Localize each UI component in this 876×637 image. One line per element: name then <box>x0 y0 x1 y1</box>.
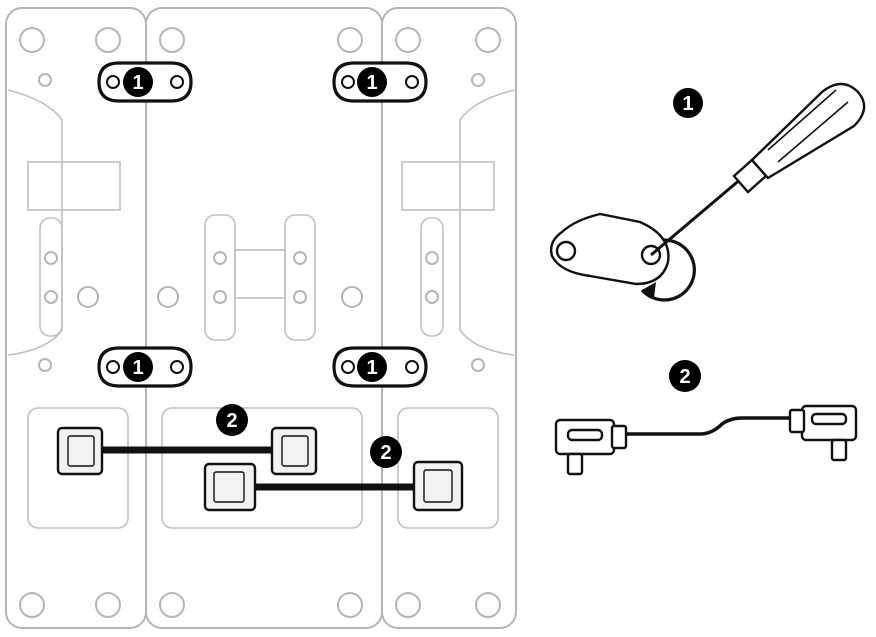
svg-text:1: 1 <box>682 93 693 115</box>
screwdriver-illustration <box>549 82 866 302</box>
step-1-badge: 1 <box>357 67 387 97</box>
svg-text:1: 1 <box>132 72 143 94</box>
step-2-badge: 2 <box>370 436 402 468</box>
connector-right <box>412 460 464 512</box>
cable-icon <box>554 404 858 476</box>
svg-text:2: 2 <box>380 442 391 464</box>
svg-text:1: 1 <box>366 357 377 379</box>
step-2-badge: 2 <box>669 360 701 392</box>
step-1-badge: 1 <box>123 352 153 382</box>
step-2-badge: 2 <box>216 404 248 436</box>
connector-center-bottom <box>203 462 257 512</box>
loose-plate <box>549 212 670 286</box>
step-1-badge: 1 <box>673 88 703 118</box>
step-1-badge: 1 <box>357 352 387 382</box>
svg-text:1: 1 <box>366 72 377 94</box>
corner-holes <box>19 27 501 618</box>
step-1-badge: 1 <box>123 67 153 97</box>
center-h-bracket <box>204 214 316 341</box>
cable-illustration <box>554 404 858 476</box>
screwdriver-icon <box>650 82 866 257</box>
connector-center-top <box>270 426 318 476</box>
step-badges: 1 1 1 1 1 2 2 2 <box>123 67 703 468</box>
base-cables <box>56 426 464 512</box>
connector-left <box>56 426 104 476</box>
svg-text:1: 1 <box>132 357 143 379</box>
svg-text:2: 2 <box>679 366 690 388</box>
pedal-base <box>5 7 517 629</box>
rotation-arrow-icon <box>640 238 696 302</box>
svg-text:2: 2 <box>226 410 237 432</box>
